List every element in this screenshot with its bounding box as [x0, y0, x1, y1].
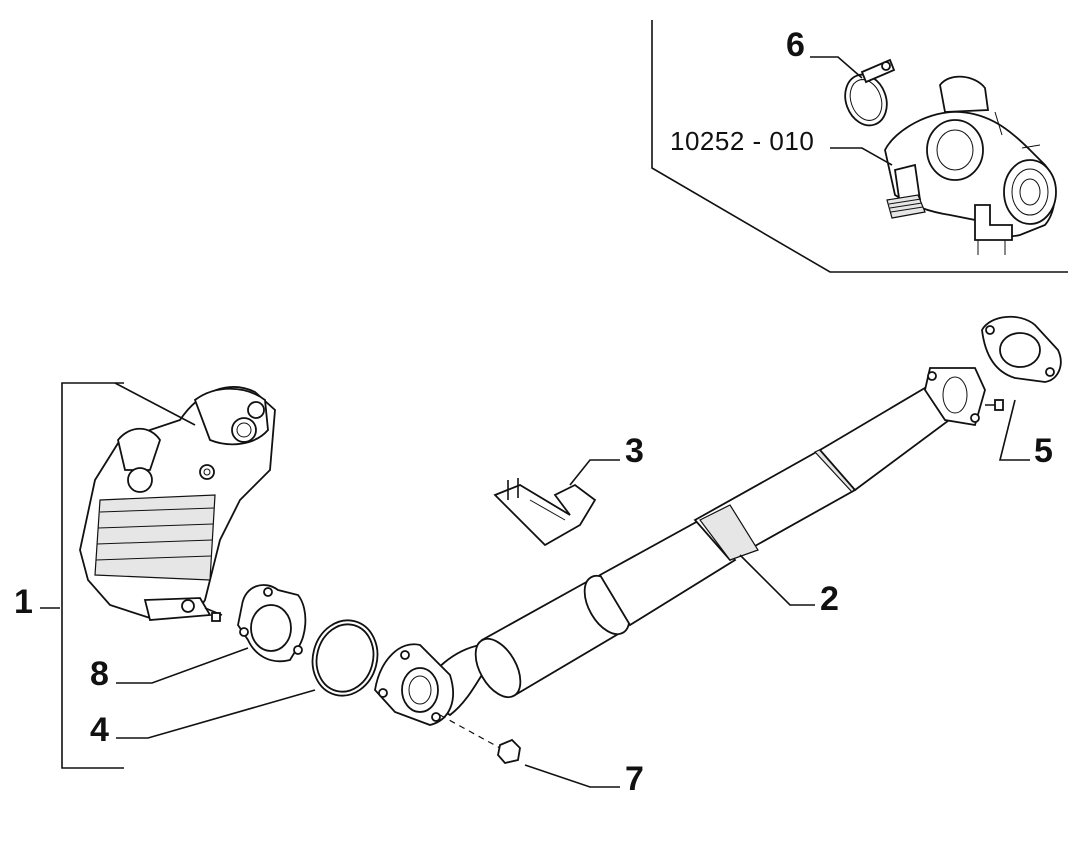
nut-part-7 [439, 714, 521, 764]
exhaust-pipe-part-2 [418, 367, 1004, 717]
callout-6: 6 [786, 26, 805, 64]
sealing-ring-part-4 [311, 619, 379, 697]
callout-1: 1 [14, 583, 33, 621]
callout-2: 2 [820, 580, 839, 618]
callout-4: 4 [90, 711, 109, 749]
callout-8: 8 [90, 655, 109, 693]
turbocharger [884, 75, 1057, 255]
callout-7: 7 [625, 760, 644, 798]
reference-label-turbo: 10252 - 010 [670, 126, 815, 156]
gasket-part-8 [237, 584, 307, 663]
callout-5: 5 [1034, 432, 1053, 470]
leader-lines [40, 56, 1030, 788]
callout-3: 3 [625, 432, 644, 470]
catalytic-converter-part-1 [79, 386, 276, 622]
bracket-part-3 [493, 478, 597, 547]
clamp-part-6 [844, 58, 896, 127]
gasket-part-5 [981, 315, 1062, 383]
pipe-inlet-flange [374, 643, 454, 726]
inset-frame [651, 20, 1068, 273]
